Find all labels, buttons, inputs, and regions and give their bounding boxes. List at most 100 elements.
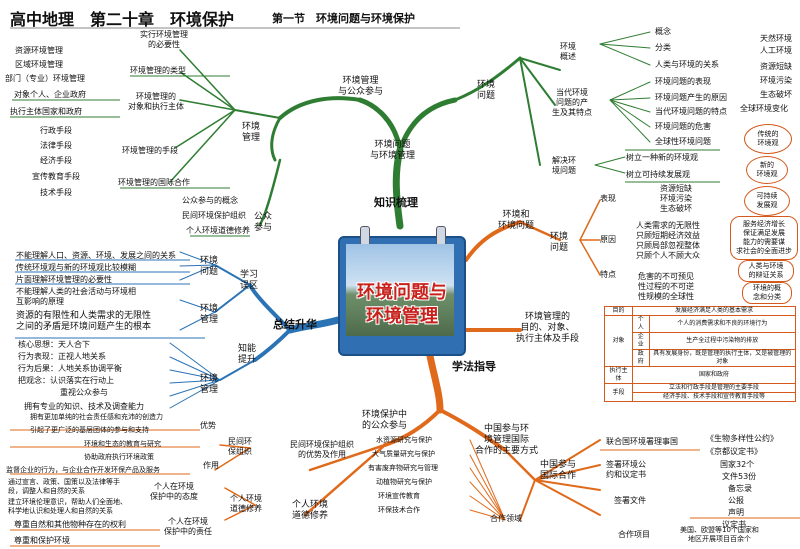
table-object-label: 对象: [604, 315, 633, 367]
center-title-line2: 环境管理: [366, 306, 438, 327]
node-sign-conventions: 签署环境公 约和议定书: [606, 460, 646, 479]
core-contradiction: 资源的有限性和人类需求的无限性 之间的矛盾是环境问题产生的根本: [16, 311, 152, 332]
table-object-value: 生产全过程中污染物的排放: [648, 332, 797, 350]
mgmt-purpose-table: 目的发展经济满足人类的基本需求 对象个人个人的消费需求和不良的环境行为 企业生产…: [604, 306, 797, 402]
node-mgmt-necessity: 实行环境管理 的必要性: [140, 30, 188, 49]
modern-item: 环境问题的危害: [655, 122, 711, 131]
node-mgmt-types: 环境管理的类型: [130, 66, 186, 75]
attitude-item: 通过宣言、政策、国策以及法律等手 段，调整人和自然的关系: [8, 478, 120, 495]
landscape-photo: [346, 244, 454, 336]
ability-item: 把观念：认识落实在行动上: [18, 376, 114, 385]
node-mgmt-intl: 环境管理的国际合作: [118, 178, 190, 187]
node-mgmt-means: 环境管理的手段: [122, 146, 178, 155]
cause-items: 人类需求的无限性 只顾短期经济效益 只顾局部忽视整体 只顾个人不顾大众: [636, 221, 700, 260]
branch-problem-management: 环境问题 与环境管理: [370, 140, 416, 161]
node-ability-management: 环境 管理: [200, 374, 219, 395]
overview-item: 人类与环境的关系: [655, 60, 719, 69]
table-means-label: 手段: [604, 383, 633, 402]
node-civil-org: 民间环 保组织: [228, 437, 252, 456]
convention-item: 《生物多样性公约》: [706, 434, 778, 443]
label-cause: 原因: [600, 235, 616, 244]
node-problem: 环境 问题: [550, 232, 569, 253]
mgmt-object-item: 对象个人、企业政府: [14, 90, 86, 99]
hub-knowledge: 知识梳理: [374, 196, 418, 209]
advantage-item: 拥有更加单纯的社会责任感和充沛的创造力: [30, 413, 163, 421]
node-modern-problems: 当代环境 问题的产 生及其特点: [552, 88, 592, 117]
table-means-value: 立法和行政手段是管理的主要手段: [631, 383, 797, 393]
table-object-key: 政府: [631, 349, 650, 367]
solve-item: 树立可持续发展观: [626, 170, 690, 179]
ability-item: 重视公众参与: [60, 388, 108, 397]
env-kind-item: 人工环境: [760, 46, 792, 55]
ability-item: 行为表现：正视人地关系: [18, 352, 106, 361]
mgmt-object-item: 执行主体国家和政府: [10, 107, 82, 116]
box-env-concept: 环境的概 念和分类: [742, 282, 792, 304]
modern-item: 当代环境问题的特点: [655, 107, 727, 116]
advantage-item: 引起了更广泛的基层团体的参与和支持: [30, 426, 149, 434]
pitfall-item: 传统环境观与新的环境观比较模糊: [16, 263, 136, 272]
branch-public-participation: 环境保护中 的公众参与: [362, 410, 408, 431]
table-purpose-value: 发展经济满足人类的基本需求: [631, 306, 797, 316]
label-manifestation: 表现: [600, 194, 616, 203]
convention-item: 国家32个: [720, 460, 755, 469]
node-unep-council: 联合国环境署理事国: [606, 437, 678, 446]
overview-item: 分类: [655, 43, 671, 52]
branch-management-public: 环境管理 与公众参与: [338, 76, 384, 97]
node-pitfall-problem: 环境 问题: [200, 256, 219, 277]
label-role: 作用: [203, 461, 219, 470]
convention-item: 《京都议定书》: [706, 447, 762, 456]
field-item: 动植物研究与保护: [376, 478, 432, 486]
mgmt-means-item: 宣传教育手段: [32, 172, 80, 181]
pitfall-item: 不能理解人口、资源、环境、发展之间的关系: [16, 251, 176, 260]
feature-items: 危害的不可预见 性过程的不可逆 性规模的全球性: [638, 272, 694, 301]
duty-item: 尊重和保护环境: [14, 536, 70, 545]
mgmt-type-item: 部门（专业）环境管理: [5, 74, 85, 83]
attitude-item: 建立环境伦理意识，帮助人们全面地、 科学地认识和处理人和自然的关系: [8, 498, 127, 515]
modern-item: 全球性环境问题: [655, 137, 711, 146]
ability-item: 拥有专业的知识、技术及调查能力: [24, 402, 144, 411]
node-learning-pitfalls: 学习 误区: [240, 270, 259, 291]
node-china-participation: 中国参与 国际合作: [540, 460, 577, 481]
page-title: 高中地理 第二十章 环境保护: [10, 10, 235, 29]
node-coop-projects: 合作项目: [618, 530, 650, 539]
projects-value: 美国、欧盟等10个国家和 地区开展项目百余个: [680, 526, 759, 543]
box-dialectic-relation: 人类与环境 的辩证关系: [738, 260, 794, 282]
public-item: 公众参与的概念: [182, 196, 238, 205]
node-mgmt-objects: 环境管理的 对象和执行主体: [128, 92, 184, 111]
hub-method: 学法指导: [452, 360, 496, 373]
center-calendar-graphic: 环境问题与 环境管理: [338, 226, 466, 356]
manifestation-items: 资源短缺 环境污染 生态破坏: [660, 184, 692, 213]
bubble-new-view: 新的 环境观: [746, 156, 788, 184]
ability-item: 行为后果：人地关系协调平衡: [18, 364, 122, 373]
mgmt-means-item: 经济手段: [40, 156, 72, 165]
role-item: 协助政府执行环境政策: [84, 453, 154, 461]
node-solve-problems: 解决环 境问题: [552, 156, 576, 175]
node-coop-fields: 合作领域: [490, 514, 522, 523]
node-public-participation: 公众 参与: [254, 212, 273, 233]
table-object-key: 个人: [631, 315, 650, 333]
field-item: 大气质量研究与保护: [372, 450, 435, 458]
table-object-value: 个人的消费需求和不良的环境行为: [648, 315, 797, 333]
branch-env-and-problems: 环境和 环境问题: [498, 210, 535, 231]
role-item: 监督企业的行为，与企业合作开发环保产品及服务: [6, 466, 160, 474]
field-item: 有害废弃物研究与管理: [368, 464, 438, 472]
node-env-problem: 环境 问题: [477, 80, 496, 101]
node-env-overview: 环境 概述: [560, 42, 576, 61]
modern-item: 环境问题产生的原因: [655, 93, 727, 102]
ability-item: 核心思想：天人合下: [18, 340, 90, 349]
node-sign-docs: 签署文件: [614, 496, 646, 505]
mgmt-means-item: 行政手段: [40, 126, 72, 135]
node-personal-moral: 个人环境 道德修养: [230, 494, 262, 513]
node-civil-org-advantage: 民间环境保护组织 的优势及作用: [290, 440, 354, 459]
field-item: 环保技术合作: [378, 506, 420, 514]
overview-item: 概念: [655, 27, 671, 36]
hub-summary: 总结升华: [273, 318, 317, 331]
role-item: 环境和生态的教育与研究: [84, 440, 161, 448]
calendar-ring-icon: [360, 226, 370, 246]
node-pitfall-management: 环境 管理: [200, 304, 219, 325]
branch-china-cooperation: 中国参与环 境管理国际 合作的主要方式: [475, 424, 539, 456]
public-item: 个人环境道德修养: [186, 226, 250, 235]
center-title-line1: 环境问题与: [357, 282, 447, 303]
table-purpose-label: 目的: [604, 306, 633, 316]
